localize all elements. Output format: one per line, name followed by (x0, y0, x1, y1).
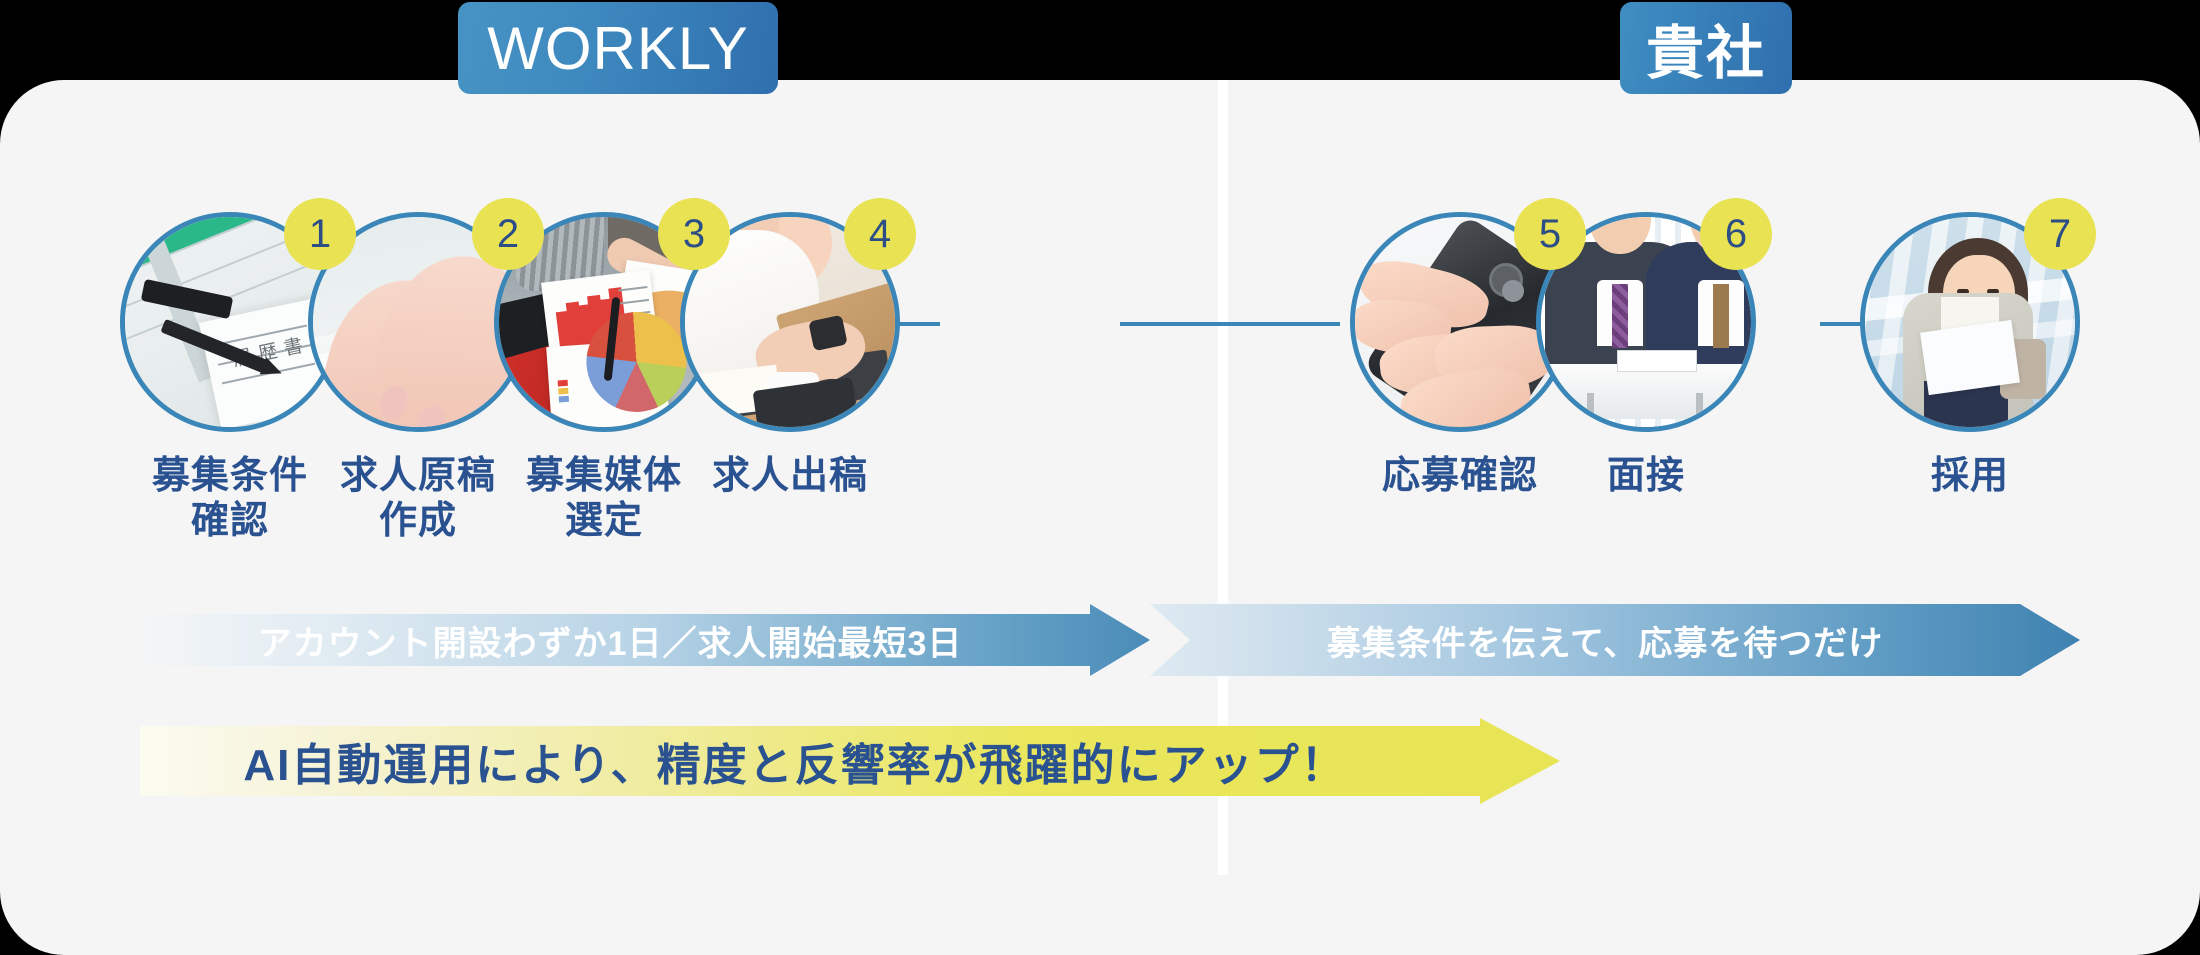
connector-4-5 (1120, 322, 1340, 326)
banner-arrow-ai-text: AI自動運用により、精度と反響率が飛躍的にアップ！ (243, 741, 1347, 790)
step-4-label: 求人出稿 (711, 455, 868, 497)
banner-arrow-ai: AI自動運用により、精度と反響率が飛躍的にアップ！ (140, 718, 1560, 804)
company-badge-label: 貴社 (1645, 21, 1766, 86)
step-5[interactable]: 5 応募確認 (1330, 198, 1590, 499)
step-3[interactable]: 3 募集媒体 選定 (474, 198, 734, 544)
step-5-label: 応募確認 (1381, 455, 1538, 497)
workly-badge-label: WORKLY (487, 14, 749, 82)
step-2-label: 求人原稿 作成 (339, 455, 496, 542)
step-5-number: 5 (1514, 198, 1586, 270)
step-6-label: 面接 (1606, 455, 1685, 497)
banner-arrow-right: 募集条件を伝えて、応募を待つだけ (1150, 604, 2080, 676)
step-3-label: 募集媒体 選定 (525, 455, 682, 542)
step-2-number: 2 (472, 198, 544, 270)
step-4-photo (680, 212, 900, 432)
step-7-label: 採用 (1930, 455, 2009, 497)
company-badge: 貴社 (1620, 2, 1792, 94)
step-4-number: 4 (844, 198, 916, 270)
workly-badge: WORKLY (458, 2, 778, 94)
banner-arrow-left-text: アカウント開設わずか1日／求人開始最短3日 (257, 624, 963, 663)
step-1-number: 1 (284, 198, 356, 270)
step-7[interactable]: 7 採用 (1840, 198, 2100, 499)
step-4[interactable]: 4 求人出稿 (660, 198, 920, 499)
step-6-photo (1536, 212, 1756, 432)
connector-3-4 (860, 322, 940, 326)
step-1[interactable]: 履歴書 1 募集条件 確認 (100, 198, 360, 544)
step-6-number: 6 (1700, 198, 1772, 270)
step-6[interactable]: 6 面接 (1516, 198, 1776, 499)
section-divider (1218, 80, 1228, 875)
step-1-photo: 履歴書 (120, 212, 340, 432)
banner-arrow-left: アカウント開設わずか1日／求人開始最短3日 (140, 604, 1150, 676)
step-1-label: 募集条件 確認 (151, 455, 308, 542)
step-3-number: 3 (658, 198, 730, 270)
step-7-number: 7 (2024, 198, 2096, 270)
banner-arrow-right-text: 募集条件を伝えて、応募を待つだけ (1326, 624, 1884, 663)
